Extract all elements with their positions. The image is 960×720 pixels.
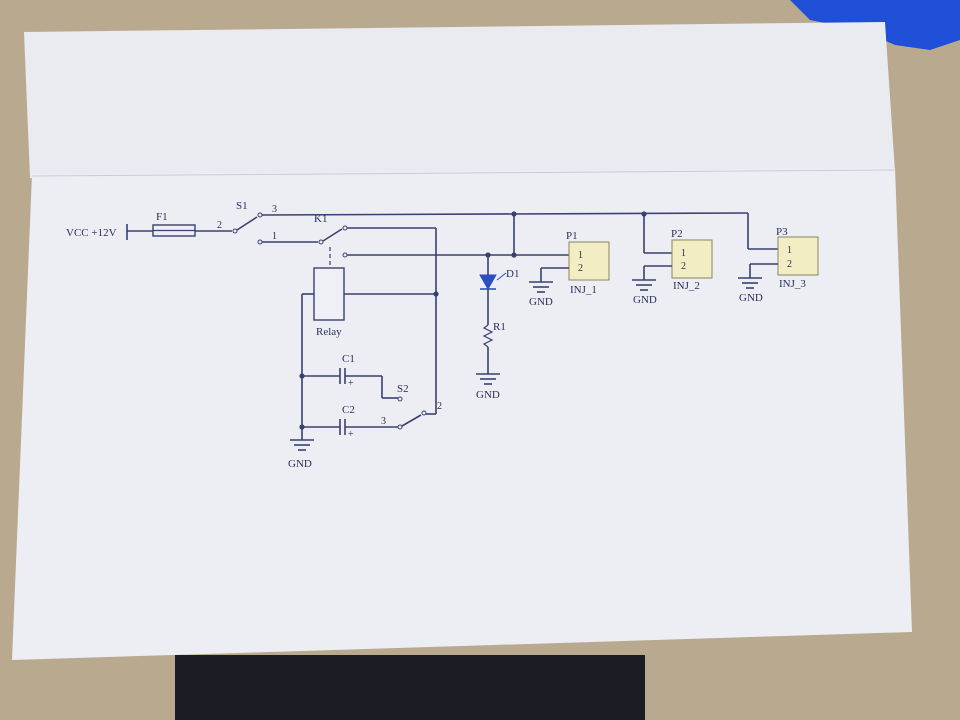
relay-lever	[322, 228, 343, 242]
supply-label: VCC +12V	[66, 227, 117, 239]
connector-p3-body	[777, 236, 819, 276]
switch-s1-pin-common: 2	[217, 220, 222, 231]
connector-p3-name: INJ_3	[779, 278, 806, 290]
connector-p2-pin2: 2	[681, 261, 686, 272]
connector-p1-body	[568, 241, 610, 281]
switch-s1-pin-lower: 1	[272, 231, 277, 242]
switch-s2-pin-lower: 3	[381, 416, 386, 427]
connector-p3-pin1: 1	[787, 245, 792, 256]
switch-s2-lever	[401, 414, 422, 427]
gnd-p3-label: GND	[739, 292, 763, 304]
gnd-r1-label: GND	[476, 389, 500, 401]
connector-p1-pin2: 2	[578, 263, 583, 274]
front-paper-sheet	[12, 168, 912, 660]
cap2-polarity: +	[348, 429, 354, 440]
connector-p2-name: INJ_2	[673, 280, 700, 292]
connector-p2-pin1: 1	[681, 248, 686, 259]
relay-coil	[313, 267, 345, 321]
back-paper-sheet	[24, 22, 895, 178]
gnd-p2-label: GND	[633, 294, 657, 306]
gnd-left-label: GND	[288, 458, 312, 470]
switch-s2-pin-right: 2	[437, 401, 442, 412]
cap1-ref: C1	[342, 353, 355, 365]
connector-p1-ref: P1	[566, 230, 578, 242]
switch-s2-ref: S2	[397, 383, 409, 395]
desk-dark-strip	[175, 655, 645, 720]
led-d1-ref: D1	[506, 268, 519, 280]
connector-p2: P2 1 2 GND INJ_2	[632, 228, 713, 306]
gnd-p1-label: GND	[529, 296, 553, 308]
switch-s1-common-contact	[232, 228, 238, 234]
junction-coil	[433, 291, 439, 297]
schematic: VCC +12V F1 S1 2 3 1 K1	[66, 200, 778, 470]
connector-p3-ref: P3	[776, 226, 788, 238]
switch-s1-pin-upper: 3	[272, 204, 277, 215]
switch-s2-common-contact	[421, 410, 427, 416]
resistor-r1-symbol	[482, 324, 494, 348]
led-d1-arrow	[496, 272, 507, 281]
led-d1-symbol	[479, 274, 497, 291]
cap1-polarity: +	[348, 378, 354, 389]
connector-p1: P1 1 2 GND INJ_1	[529, 230, 610, 308]
connector-p1-name: INJ_1	[570, 284, 597, 296]
connector-p3: P3 1 2 GND INJ_3	[738, 226, 819, 304]
connector-p2-body	[671, 239, 713, 279]
switch-s1-ref: S1	[236, 200, 248, 212]
connector-p1-pin1: 1	[578, 250, 583, 261]
wire-main-rail	[261, 212, 749, 216]
switch-s2-upper-contact	[397, 396, 403, 402]
relay-coil-label: Relay	[316, 326, 342, 338]
switch-s2-lower-contact	[397, 424, 403, 430]
resistor-r1-ref: R1	[493, 321, 506, 333]
switch-s1-lever	[236, 216, 258, 231]
fuse-ref: F1	[156, 211, 168, 223]
paper-fold-edge	[31, 169, 896, 177]
connector-p2-ref: P2	[671, 228, 683, 240]
cap2-ref: C2	[342, 404, 355, 416]
connector-p3-pin2: 2	[787, 259, 792, 270]
relay-common-contact	[318, 239, 324, 245]
relay-ref: K1	[314, 213, 327, 225]
